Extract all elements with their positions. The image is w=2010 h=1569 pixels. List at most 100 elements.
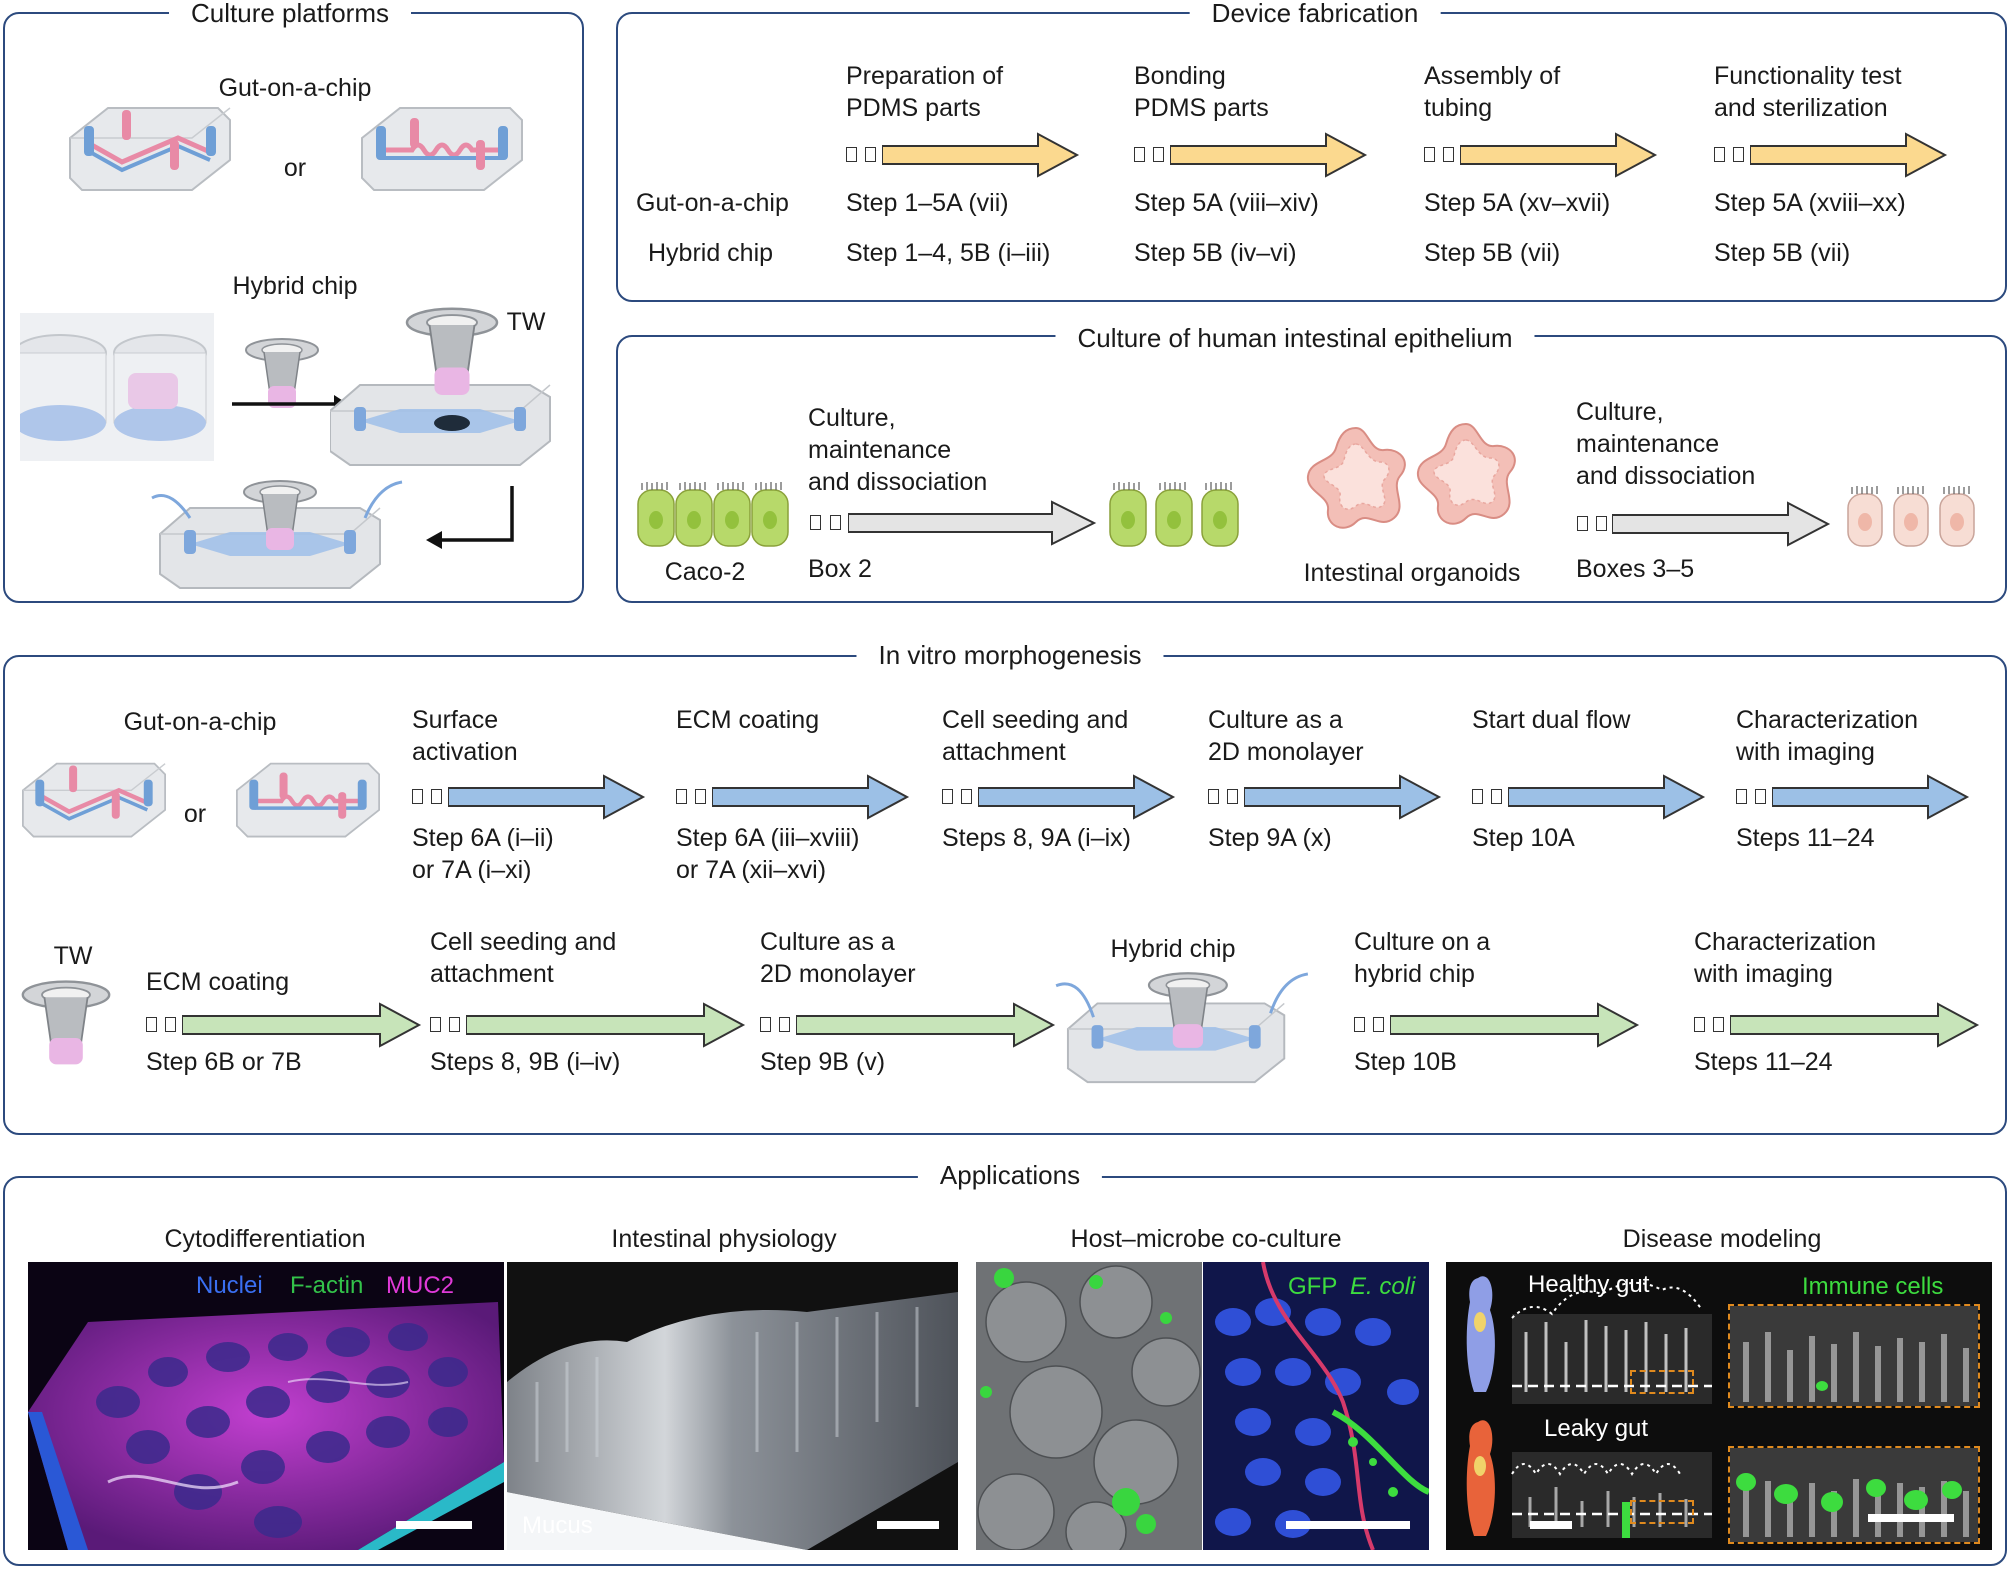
app-title-disease: Disease modeling xyxy=(1622,1225,1822,1253)
morph-a-marker xyxy=(942,789,953,804)
morph-b-marker xyxy=(146,1017,157,1032)
morph-a-arrow-4 xyxy=(1508,774,1706,820)
morph-b-arrow-2 xyxy=(796,1002,1056,1048)
culture-box-2: Boxes 3–5 xyxy=(1576,555,1695,583)
fab-step-hybrid-1: Step 5B (iv–vi) xyxy=(1134,239,1297,267)
or-label: or xyxy=(283,154,307,182)
morph-b-marker xyxy=(449,1017,460,1032)
morph-a-label-5: Characterization with imaging xyxy=(1736,706,1919,766)
morph-b-marker xyxy=(1694,1017,1705,1032)
morph-a-label-1: ECM coating xyxy=(676,706,820,734)
mucus-label: Mucus xyxy=(522,1512,593,1539)
fab-arrow-3 xyxy=(1750,132,1948,178)
organoids-label: Intestinal organoids xyxy=(1303,559,1521,587)
morph-b-marker xyxy=(430,1017,441,1032)
morph-a-marker xyxy=(676,789,687,804)
morph-a-step-4: Step 10A xyxy=(1472,824,1575,852)
fab-marker xyxy=(865,147,876,162)
morph-a-arrow-3 xyxy=(1244,774,1442,820)
culture-box-1: Box 2 xyxy=(808,555,872,583)
morph-b-label-3: Culture on a hybrid chip xyxy=(1354,928,1491,988)
zoom-box-healthy xyxy=(1630,1370,1694,1394)
culture-step-marker xyxy=(1596,516,1607,531)
device-fabrication-title: Device fabrication xyxy=(1189,0,1441,28)
morph-hybrid-chip-icon xyxy=(1055,972,1309,1084)
morph-a-label-3: Culture as a 2D monolayer xyxy=(1208,706,1364,766)
fab-marker xyxy=(1443,147,1454,162)
fab-step-hybrid-3: Step 5B (vii) xyxy=(1714,239,1851,267)
fab-label-1: Bonding PDMS parts xyxy=(1134,62,1269,122)
gfp-label: GFP xyxy=(1288,1273,1338,1300)
morph-b-step-2: Step 9B (v) xyxy=(760,1048,886,1076)
fab-arrow-2 xyxy=(1460,132,1658,178)
morph-hybrid-chip-label: Hybrid chip xyxy=(1110,935,1236,963)
morph-b-arrow-4 xyxy=(1730,1002,1980,1048)
scale-bar xyxy=(396,1521,472,1529)
tw-label: TW xyxy=(506,308,546,336)
app-title-physiology: Intestinal physiology xyxy=(611,1225,837,1253)
morph-gut-chip-straight-icon xyxy=(14,756,174,846)
scale-bar xyxy=(1286,1521,1410,1529)
organoid-icon xyxy=(1306,423,1516,529)
transwell-plate-image xyxy=(20,313,214,461)
morph-b-marker xyxy=(165,1017,176,1032)
morph-gut-chip-serpentine-icon xyxy=(228,756,388,846)
culture-epithelium-title: Culture of human intestinal epithelium xyxy=(1055,323,1535,353)
stain-label-nuclei: Nuclei xyxy=(196,1272,263,1299)
culture-arrow-2 xyxy=(1612,501,1831,547)
morph-b-marker xyxy=(760,1017,771,1032)
fab-marker xyxy=(1714,147,1725,162)
scale-bar xyxy=(1530,1521,1572,1529)
morph-b-step-0: Step 6B or 7B xyxy=(146,1048,302,1076)
morph-a-marker xyxy=(431,789,442,804)
culture-step-marker xyxy=(1577,516,1588,531)
caco2-label: Caco-2 xyxy=(664,558,746,586)
culture-step-label-1: Culture, maintenance and dissociation xyxy=(808,404,988,496)
caco2-dissociated-cells-icon xyxy=(1109,481,1239,547)
fab-label-0: Preparation of PDMS parts xyxy=(846,62,1004,122)
morph-b-marker xyxy=(1713,1017,1724,1032)
stain-label-factin: F-actin xyxy=(290,1272,364,1299)
fab-marker xyxy=(1153,147,1164,162)
morph-a-step-1: Step 6A (iii–xviii) or 7A (xii–xvi) xyxy=(676,824,860,884)
morph-a-marker xyxy=(1227,789,1238,804)
morph-b-step-4: Steps 11–24 xyxy=(1694,1048,1833,1076)
morph-a-marker xyxy=(412,789,423,804)
morph-a-step-0: Step 6A (i–ii) or 7A (i–xi) xyxy=(412,824,554,884)
fab-step-hybrid-0: Step 1–4, 5B (i–iii) xyxy=(846,239,1051,267)
morph-b-marker xyxy=(1373,1017,1384,1032)
morph-a-marker xyxy=(1472,789,1483,804)
fab-step-2: Step 5A (xv–xvii) xyxy=(1424,189,1611,217)
morph-transwell-icon xyxy=(21,980,111,1066)
morph-a-marker xyxy=(961,789,972,804)
fab-label-2: Assembly of tubing xyxy=(1424,62,1561,122)
ecoli-label: E. coli xyxy=(1350,1273,1416,1300)
fab-step-1: Step 5A (viii–xiv) xyxy=(1134,189,1319,217)
zoom-box-healthy-detail xyxy=(1728,1304,1980,1408)
morph-b-marker xyxy=(1354,1017,1365,1032)
cytodifferentiation-image xyxy=(28,1262,504,1550)
zoom-box-leaky xyxy=(1630,1500,1694,1524)
morph-a-arrow-1 xyxy=(712,774,910,820)
morph-b-label-2: Culture as a 2D monolayer xyxy=(760,928,916,988)
healthy-gut-label: Healthy gut xyxy=(1528,1271,1650,1298)
fab-step-3: Step 5A (xviii–xx) xyxy=(1714,189,1906,217)
fab-arrow-0 xyxy=(882,132,1080,178)
morph-gut-chip-label: Gut-on-a-chip xyxy=(123,708,277,736)
morph-a-step-2: Steps 8, 9A (i–ix) xyxy=(942,824,1131,852)
host-microbe-fluorescence-image xyxy=(1203,1262,1429,1550)
culture-step-marker xyxy=(810,515,821,530)
return-arrow-icon xyxy=(426,486,514,549)
scale-bar xyxy=(1868,1514,1954,1522)
fab-row-label-gut: Gut-on-a-chip xyxy=(636,189,789,217)
morph-b-arrow-3 xyxy=(1390,1002,1640,1048)
fab-label-3: Functionality test and sterilization xyxy=(1714,62,1902,122)
morph-a-marker xyxy=(1755,789,1766,804)
fab-marker xyxy=(846,147,857,162)
morph-a-arrow-5 xyxy=(1772,774,1970,820)
morph-a-label-0: Surface activation xyxy=(412,706,518,766)
organoid-dissociated-cells-icon xyxy=(1847,485,1975,547)
culture-arrow-1 xyxy=(848,500,1097,546)
morph-b-marker xyxy=(779,1017,790,1032)
morph-a-marker xyxy=(1491,789,1502,804)
